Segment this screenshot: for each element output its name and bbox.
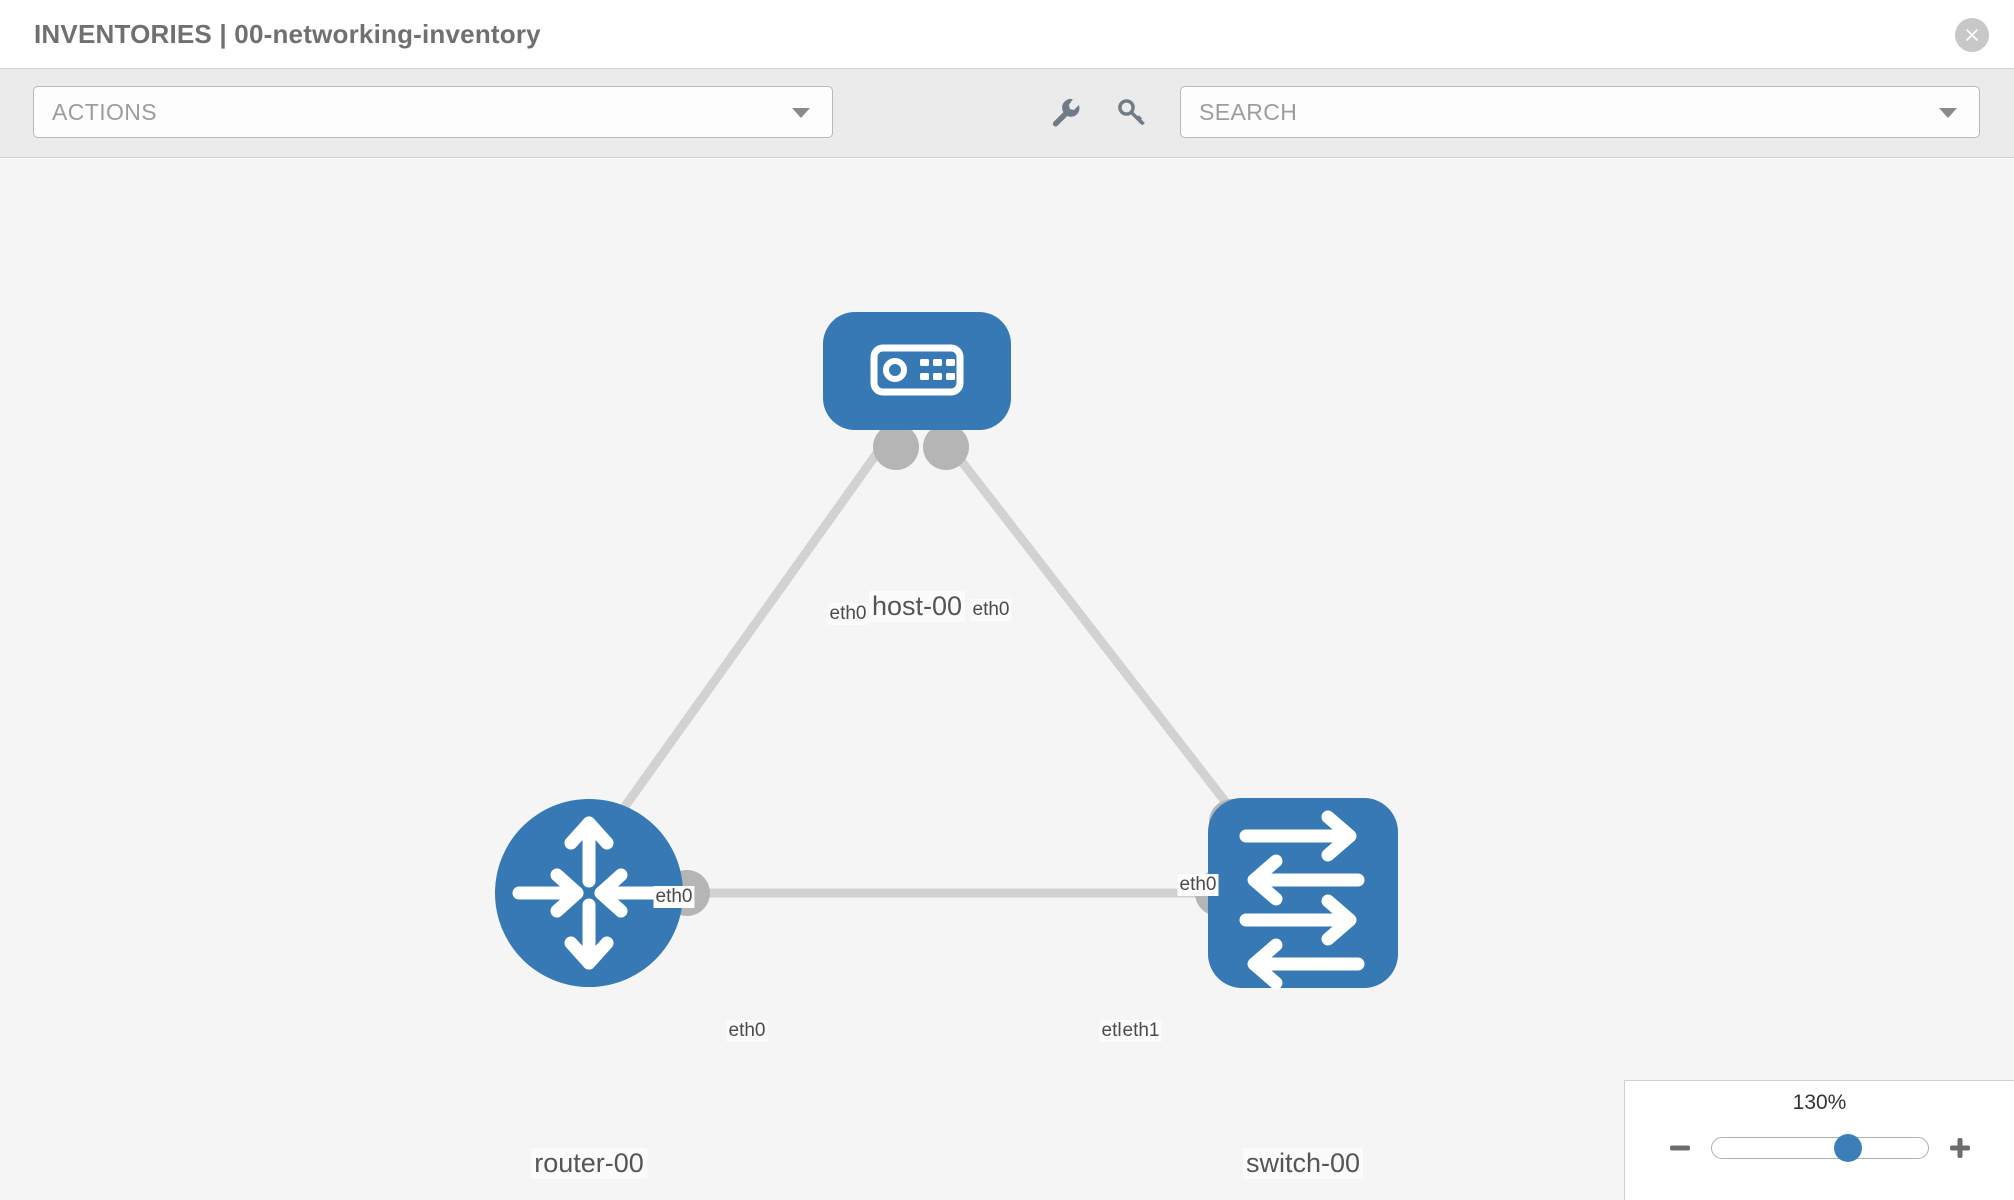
node-switch-00 (1208, 798, 1398, 990)
zoom-slider-thumb[interactable] (1834, 1134, 1863, 1162)
link-layer (611, 444, 1250, 898)
zoom-controls-row (1625, 1128, 2014, 1168)
topology-canvas[interactable]: eth0 eth0 eth0 eth0 eth0 eth0 eth1 host-… (0, 159, 2014, 1200)
link-host-switch (947, 444, 1250, 832)
node-label-switch-00: switch-00 (1242, 1148, 1364, 1179)
node-host-00 (823, 312, 1011, 430)
zoom-out-button[interactable] (1663, 1131, 1697, 1165)
wrench-icon[interactable] (1042, 89, 1088, 135)
node-router-00 (495, 799, 683, 987)
port-label: eth1 (1120, 1020, 1162, 1042)
page-header: INVENTORIES | 00-networking-inventory (0, 0, 2014, 68)
port-label: eth0 (827, 603, 869, 625)
key-icon[interactable] (1108, 89, 1154, 135)
port-host-eth0-right (923, 424, 969, 470)
port-label: eth0 (970, 599, 1012, 621)
port-host-eth0-left (873, 424, 919, 470)
close-icon[interactable] (1955, 18, 1989, 52)
node-label-router-00: router-00 (531, 1148, 647, 1179)
search-input[interactable]: SEARCH (1180, 86, 1980, 138)
node-label-host-00: host-00 (868, 591, 966, 622)
chevron-down-icon (792, 108, 810, 118)
search-placeholder: SEARCH (1199, 98, 1298, 125)
chevron-down-icon[interactable] (1939, 108, 1957, 118)
topology-graph (495, 312, 1398, 990)
link-host-router (611, 444, 885, 824)
zoom-level-value: 130% (1792, 1091, 1847, 1114)
page-title: INVENTORIES | 00-networking-inventory (34, 18, 541, 49)
port-layer (664, 424, 1255, 916)
actions-dropdown[interactable]: ACTIONS (33, 86, 833, 138)
zoom-in-button[interactable] (1943, 1131, 1977, 1165)
actions-dropdown-label: ACTIONS (52, 98, 158, 125)
zoom-slider[interactable] (1711, 1134, 1929, 1162)
port-label: eth0 (653, 886, 695, 908)
zoom-control-panel: 130% (1624, 1080, 2014, 1200)
toolbar: ACTIONS SEARCH (0, 68, 2014, 158)
port-label: eth0 (1177, 874, 1219, 896)
port-label: eth0 (726, 1020, 768, 1042)
